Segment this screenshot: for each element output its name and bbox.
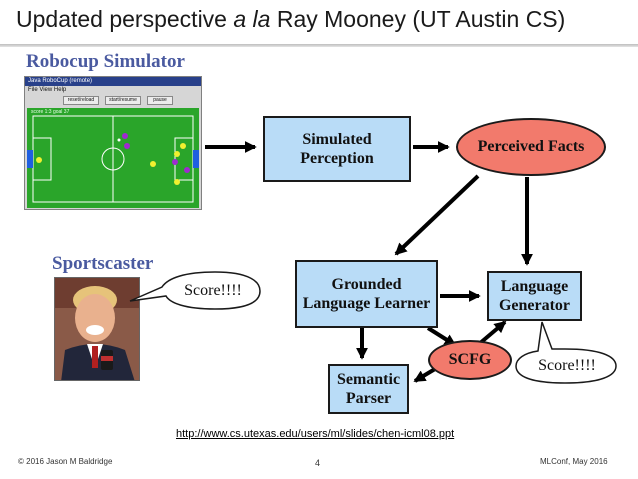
scfg-label: SCFG (448, 351, 492, 368)
language-generator-box: Language Generator (487, 271, 582, 321)
robocup-simulator-screenshot: Java RoboCup (remote) File View Help res… (24, 76, 202, 210)
simulator-menu: File View Help (28, 87, 67, 93)
footer-page-number: 4 (315, 458, 321, 468)
language-generator-line-1: Language (500, 278, 569, 295)
sportscaster-illustration (55, 278, 139, 380)
source-link[interactable]: http://www.cs.utexas.edu/users/ml/slides… (176, 428, 455, 440)
sportscaster-photo (54, 277, 140, 381)
simulated-perception-line-2: Perception (300, 150, 374, 167)
title-suffix: Ray Mooney (UT Austin CS) (270, 6, 566, 32)
sportscaster-speech-text: Score!!!! (184, 282, 242, 299)
semantic-parser-line-2: Parser (345, 390, 392, 407)
simulated-perception-line-1: Simulated (302, 131, 372, 148)
grounded-language-learner-box: Grounded Language Learner (295, 260, 438, 328)
scfg-ellipse: SCFG (428, 340, 512, 380)
grounded-learner-line-2: Language Learner (302, 295, 431, 312)
generator-output-bubble (515, 321, 617, 384)
language-generator-line-2: Generator (498, 297, 571, 314)
soccer-field-drawing (27, 115, 199, 203)
semantic-parser-box: Semantic Parser (328, 364, 409, 414)
simulator-titlebar: Java RoboCup (remote) (25, 77, 201, 86)
footer-copyright: © 2016 Jason M Baldridge (18, 457, 113, 466)
perceived-facts-ellipse: Perceived Facts (456, 118, 606, 176)
grounded-learner-line-1: Grounded (331, 276, 402, 293)
soccer-field: score 1:3 goal 37 (27, 108, 199, 208)
arrow-facts-to-learner (394, 174, 480, 256)
title-prefix: Updated perspective (16, 6, 234, 32)
sportscaster-speech-bubble (129, 271, 261, 310)
slide-title: Updated perspective a la Ray Mooney (UT … (16, 6, 565, 33)
simulator-score: score 1:3 goal 37 (31, 109, 70, 115)
perceived-facts-label: Perceived Facts (477, 138, 585, 155)
simulator-pause-button: pause (147, 96, 173, 105)
title-divider (0, 44, 638, 47)
title-italic: a la (233, 6, 271, 32)
footer-event: MLConf, May 2016 (540, 457, 608, 466)
simulated-perception-box: Simulated Perception (263, 116, 411, 182)
simulator-reset-button: reset/reload (63, 96, 99, 105)
sportscaster-label: Sportscaster (52, 253, 154, 274)
generator-output-text: Score!!!! (538, 357, 596, 374)
semantic-parser-line-1: Semantic (336, 371, 401, 388)
simulator-start-button: start/resume (105, 96, 141, 105)
robocup-simulator-label: Robocup Simulator (26, 51, 185, 72)
